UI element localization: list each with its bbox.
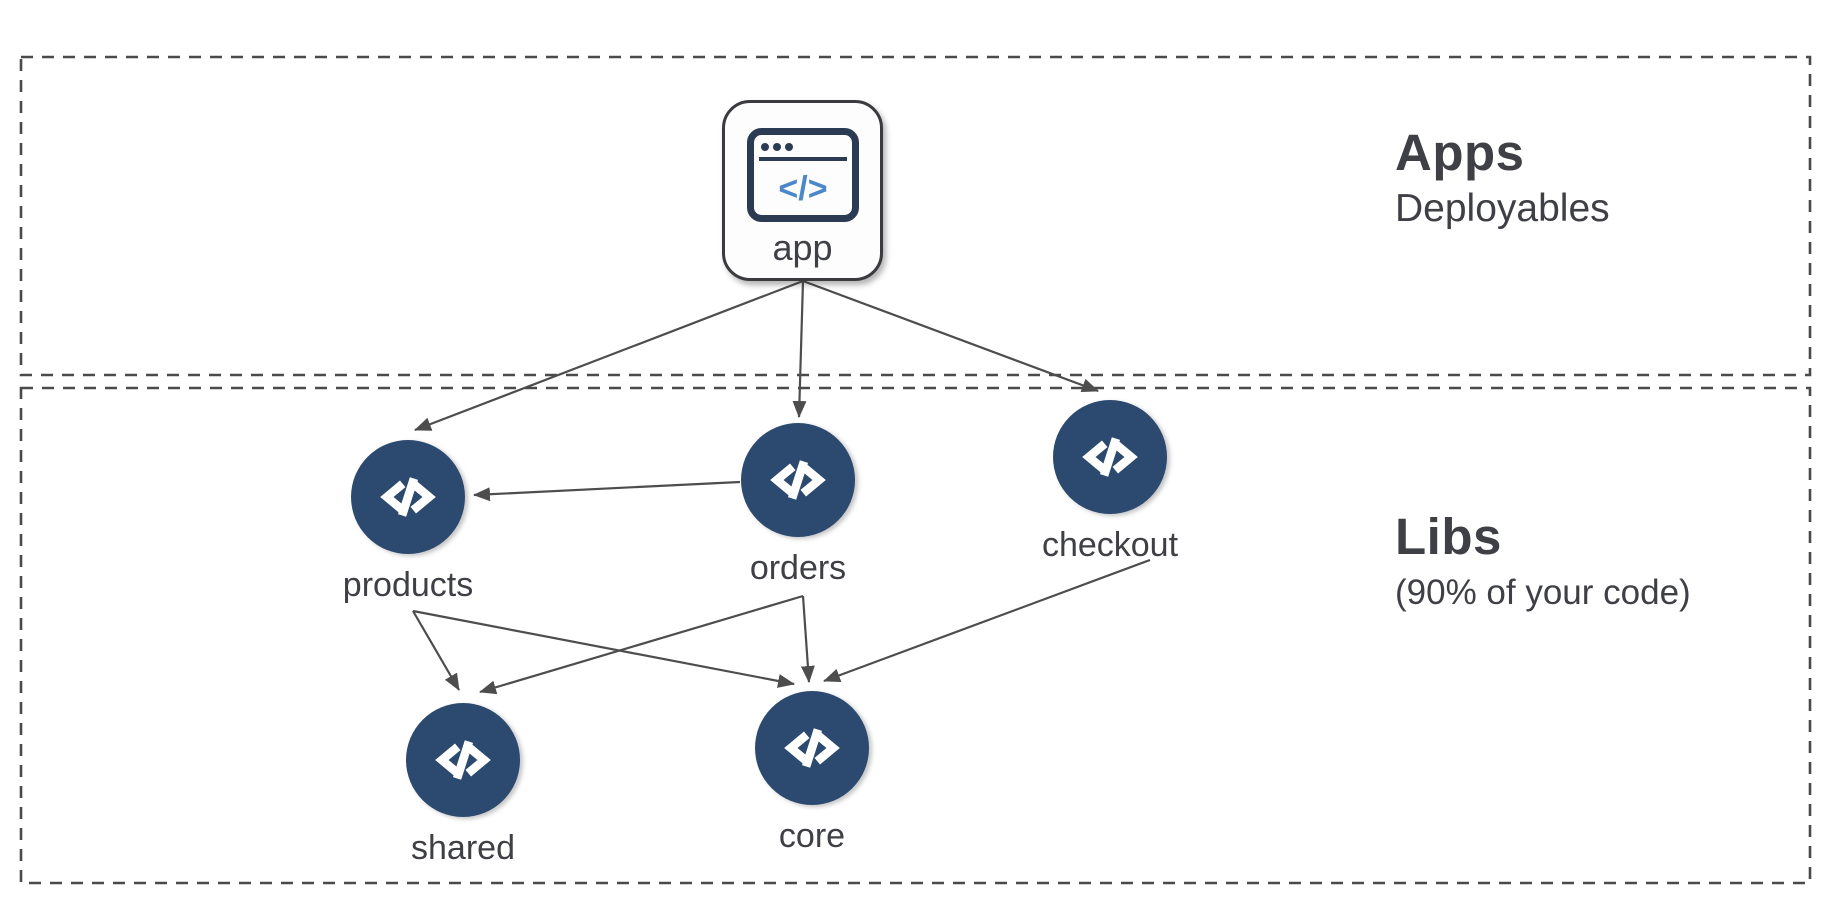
apps-title: Apps bbox=[1395, 124, 1525, 181]
edge-products-core bbox=[412, 609, 795, 688]
code-brackets-icon bbox=[784, 728, 840, 768]
node-shared-label: shared bbox=[411, 829, 515, 867]
edge-checkout-core bbox=[823, 558, 1151, 683]
code-brackets-icon bbox=[770, 460, 826, 500]
node-checkout[interactable]: checkout bbox=[1000, 400, 1220, 565]
libs-section-label: Libs (90% of your code) bbox=[1395, 508, 1691, 612]
edge-app-products bbox=[414, 279, 804, 432]
node-app[interactable]: </> app bbox=[722, 100, 883, 281]
node-products[interactable]: products bbox=[298, 440, 518, 605]
node-core[interactable]: core bbox=[702, 691, 922, 856]
apps-section-boundary bbox=[19, 55, 1812, 377]
libs-title: Libs bbox=[1395, 508, 1502, 565]
edge-app-orders bbox=[792, 280, 807, 418]
node-app-label: app bbox=[772, 227, 833, 268]
libs-section-boundary bbox=[19, 386, 1812, 885]
node-orders-label: orders bbox=[749, 549, 847, 587]
edge-orders-products bbox=[473, 480, 741, 502]
browser-window-code-icon: </> bbox=[746, 128, 859, 222]
edge-app-checkout bbox=[802, 279, 1099, 393]
code-brackets-icon bbox=[435, 740, 491, 780]
svg-text:</>: </> bbox=[778, 170, 827, 208]
code-brackets-icon bbox=[380, 477, 436, 517]
node-products-label: products bbox=[342, 566, 474, 604]
edge-orders-shared bbox=[479, 594, 804, 695]
libs-subtitle: (90% of your code) bbox=[1395, 573, 1691, 613]
node-orders[interactable]: orders bbox=[688, 423, 908, 588]
apps-subtitle: Deployables bbox=[1395, 187, 1610, 231]
apps-section-label: Apps Deployables bbox=[1395, 124, 1610, 231]
node-core-label: core bbox=[778, 817, 846, 855]
node-checkout-label: checkout bbox=[1041, 526, 1179, 564]
node-shared[interactable]: shared bbox=[353, 703, 573, 868]
edge-products-shared bbox=[412, 610, 460, 691]
code-brackets-icon bbox=[1082, 437, 1138, 477]
edge-orders-core bbox=[800, 595, 815, 683]
